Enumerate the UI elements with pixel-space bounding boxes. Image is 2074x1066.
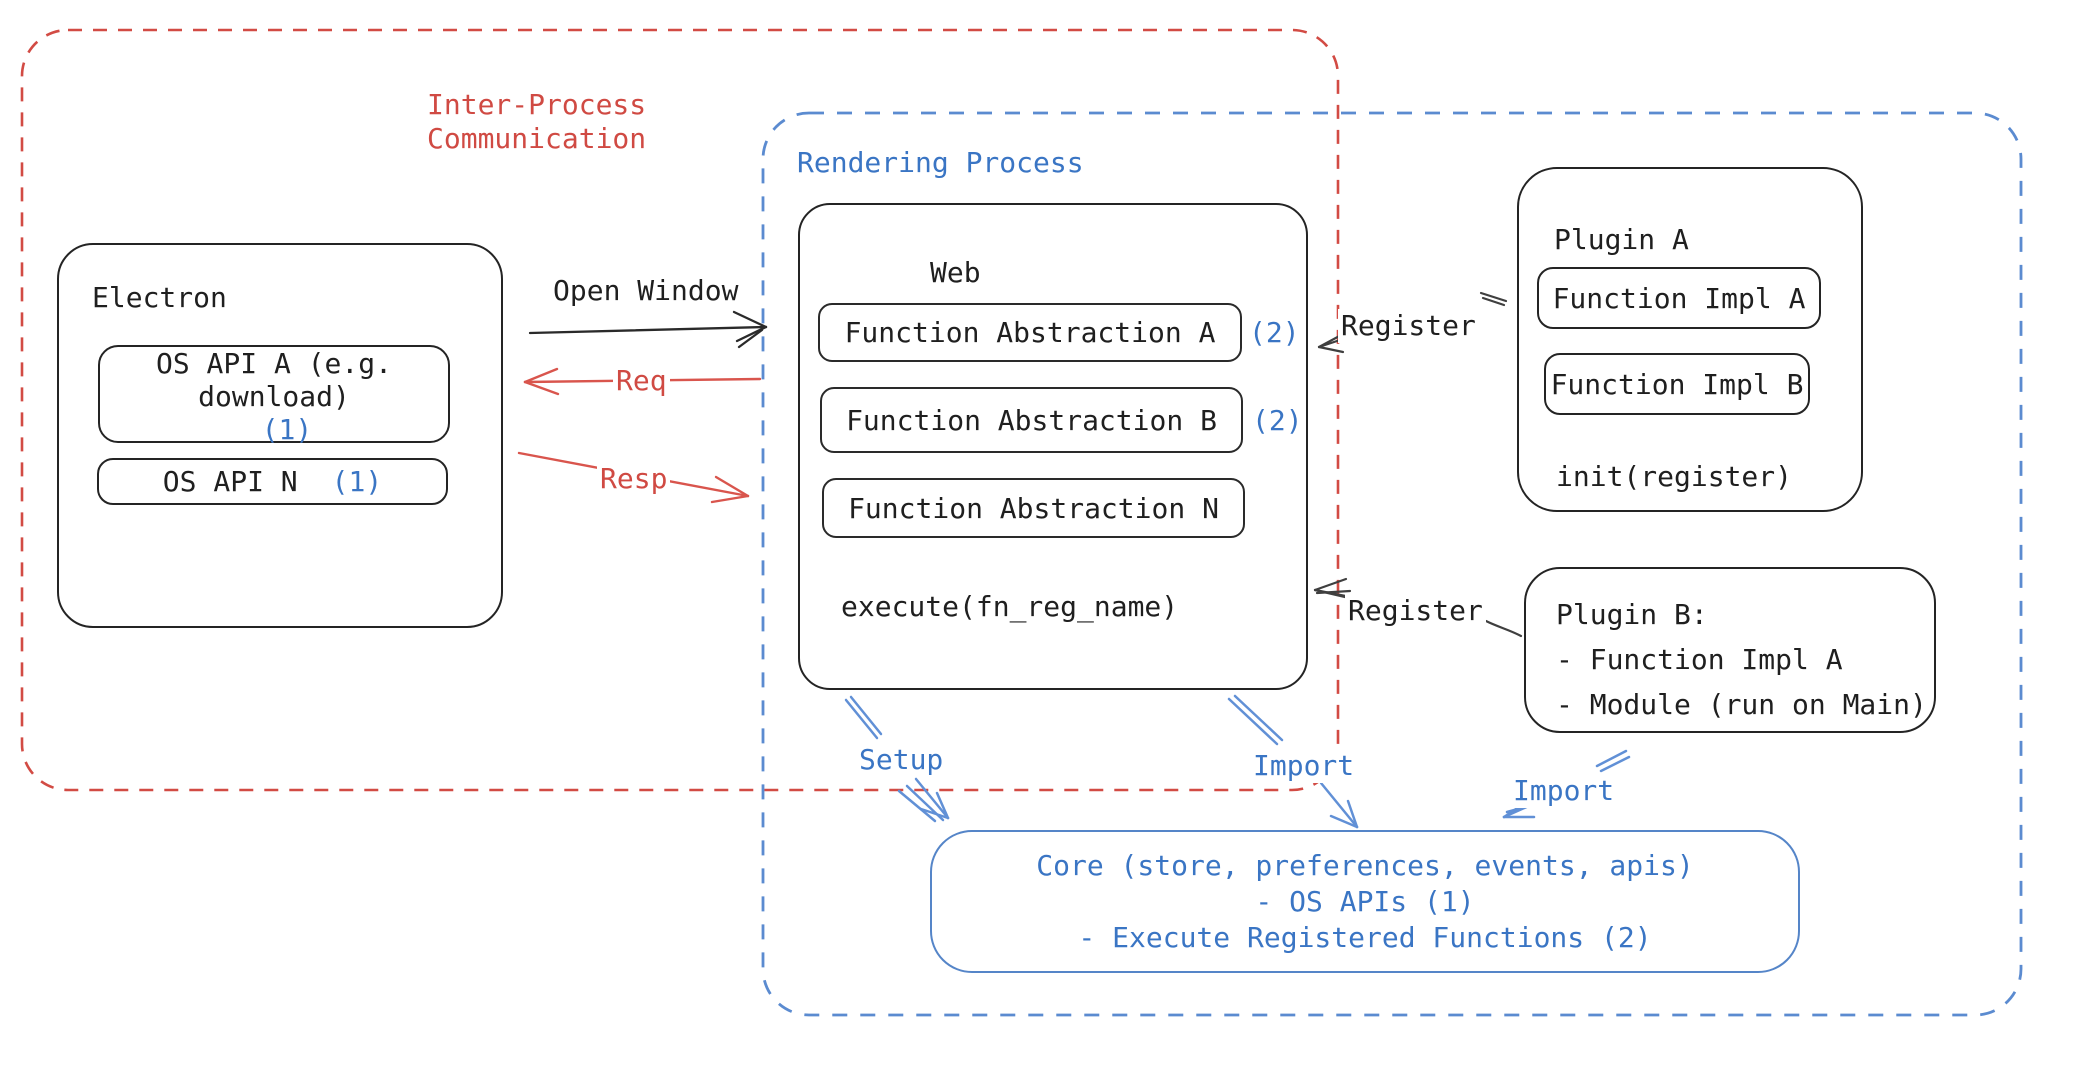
core-line-1: Core (store, preferences, events, apis) <box>1036 848 1694 882</box>
core-line-3: - Execute Registered Functions (2) <box>1078 920 1652 954</box>
function-impl-a-box: Function Impl A <box>1537 267 1821 329</box>
plugin-b-line-1: Plugin B: <box>1556 598 1708 631</box>
function-impl-b-label: Function Impl B <box>1550 367 1804 401</box>
plugin-b-line-3: - Module (run on Main) <box>1556 688 1927 721</box>
import-web-label: Import <box>1250 749 1358 783</box>
function-impl-a-label: Function Impl A <box>1552 281 1806 315</box>
import-plugin-label: Import <box>1510 774 1618 808</box>
function-abstraction-n-box: Function Abstraction N <box>822 478 1245 538</box>
rendering-process-label: Rendering Process <box>797 146 1084 179</box>
init-register-label: init(register) <box>1556 460 1793 493</box>
function-abstraction-b-row: Function Abstraction B (2) <box>820 387 1303 453</box>
ipc-label-line2: Communication <box>427 122 647 155</box>
setup-label: Setup <box>856 743 947 777</box>
function-abstraction-a-badge: (2) <box>1249 316 1300 349</box>
function-abstraction-a-row: Function Abstraction A (2) <box>818 303 1300 362</box>
execute-label: execute(fn_reg_name) <box>841 590 1179 623</box>
plugin-b-line-2: - Function Impl A <box>1556 643 1843 676</box>
register-a-label: Register <box>1338 309 1479 343</box>
function-abstraction-b-box: Function Abstraction B <box>820 387 1243 453</box>
function-abstraction-b-label: Function Abstraction B <box>846 403 1217 437</box>
function-abstraction-a-label: Function Abstraction A <box>844 316 1216 349</box>
function-abstraction-n-row: Function Abstraction N <box>822 478 1245 538</box>
plugin-a-title: Plugin A <box>1554 223 1689 256</box>
os-api-a-badge: (1) <box>261 413 313 446</box>
electron-title: Electron <box>92 281 227 314</box>
function-abstraction-n-label: Function Abstraction N <box>848 491 1219 525</box>
req-label: Req <box>613 364 670 398</box>
os-api-n-badge: (1) <box>331 465 383 498</box>
os-api-a-box: OS API A (e.g. download) (1) <box>98 345 450 446</box>
core-box: Core (store, preferences, events, apis) … <box>930 830 1800 973</box>
open-window-label: Open Window <box>553 274 739 307</box>
function-abstraction-a-box: Function Abstraction A <box>818 303 1242 362</box>
resp-label: Resp <box>597 462 671 496</box>
core-line-2: - OS APIs (1) <box>1255 884 1475 918</box>
os-api-a-label: OS API A (e.g. download) <box>155 347 392 413</box>
os-api-n-box: OS API N (1) <box>97 458 448 505</box>
os-api-n-label: OS API N <box>162 465 298 498</box>
register-b-label: Register <box>1345 594 1486 628</box>
ipc-label-line1: Inter-Process <box>427 88 647 121</box>
function-impl-b-box: Function Impl B <box>1544 353 1810 415</box>
function-abstraction-b-badge: (2) <box>1252 403 1303 437</box>
web-title: Web <box>930 256 981 289</box>
open-window-arrow <box>528 310 768 349</box>
